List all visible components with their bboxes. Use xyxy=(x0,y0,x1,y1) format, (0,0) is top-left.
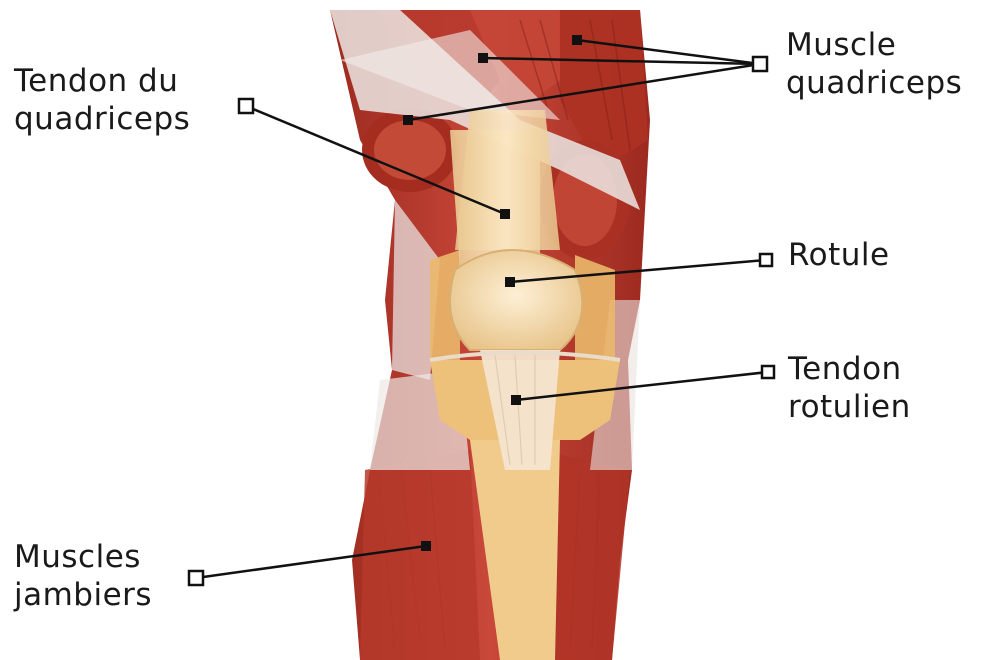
marker-jamb xyxy=(421,541,431,551)
marker-label-tendon-rot xyxy=(762,366,774,378)
label-muscles-jambiers: Muscles jambiers xyxy=(14,538,152,614)
label-tendon-du-quadriceps: Tendon du quadriceps xyxy=(14,62,190,138)
label-line-1: Tendon xyxy=(788,350,911,388)
label-line-1: Rotule xyxy=(788,236,890,274)
marker-label-muscle-quad xyxy=(753,57,767,71)
marker-quad-tendon xyxy=(500,209,510,219)
label-line-2: jambiers xyxy=(14,576,152,614)
label-rotule: Rotule xyxy=(788,236,890,274)
patella-shape xyxy=(450,250,582,350)
label-line-2: rotulien xyxy=(788,388,911,426)
marker-quad-a xyxy=(478,53,488,63)
label-line-2: quadriceps xyxy=(14,100,190,138)
label-tendon-rotulien: Tendon rotulien xyxy=(788,350,911,426)
marker-rotule xyxy=(505,277,515,287)
label-line-1: Tendon du xyxy=(14,62,190,100)
marker-label-rotule xyxy=(760,254,772,266)
marker-quad-c xyxy=(403,115,413,125)
marker-tendon-rot xyxy=(511,395,521,405)
label-muscle-quadriceps: Muscle quadriceps xyxy=(786,26,962,102)
label-line-1: Muscle xyxy=(786,26,962,64)
label-line-1: Muscles xyxy=(14,538,152,576)
label-line-2: quadriceps xyxy=(786,64,962,102)
marker-label-muscles-jamb xyxy=(189,571,203,585)
quadriceps-tendon-shape xyxy=(455,110,560,250)
marker-quad-b xyxy=(572,35,582,45)
marker-label-tendon-quad xyxy=(239,99,253,113)
